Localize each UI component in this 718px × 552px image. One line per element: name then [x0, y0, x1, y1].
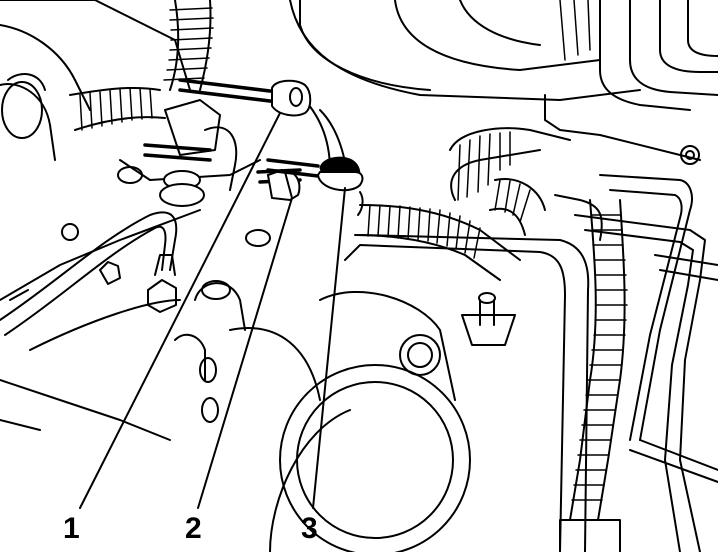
leader-line-2	[197, 197, 293, 509]
callout-3: 3	[301, 512, 318, 545]
callout-labels: 1 2 3	[63, 512, 318, 545]
leader-line-3	[312, 187, 346, 509]
leader-line-1	[79, 112, 281, 509]
callout-2: 2	[185, 512, 202, 545]
sensor-parts	[143, 78, 364, 216]
part-1-lead	[178, 78, 280, 94]
part-3-lead	[266, 158, 320, 178]
leader-lines	[79, 112, 346, 509]
part-1-connector	[271, 79, 312, 117]
callout-1: 1	[63, 512, 80, 545]
